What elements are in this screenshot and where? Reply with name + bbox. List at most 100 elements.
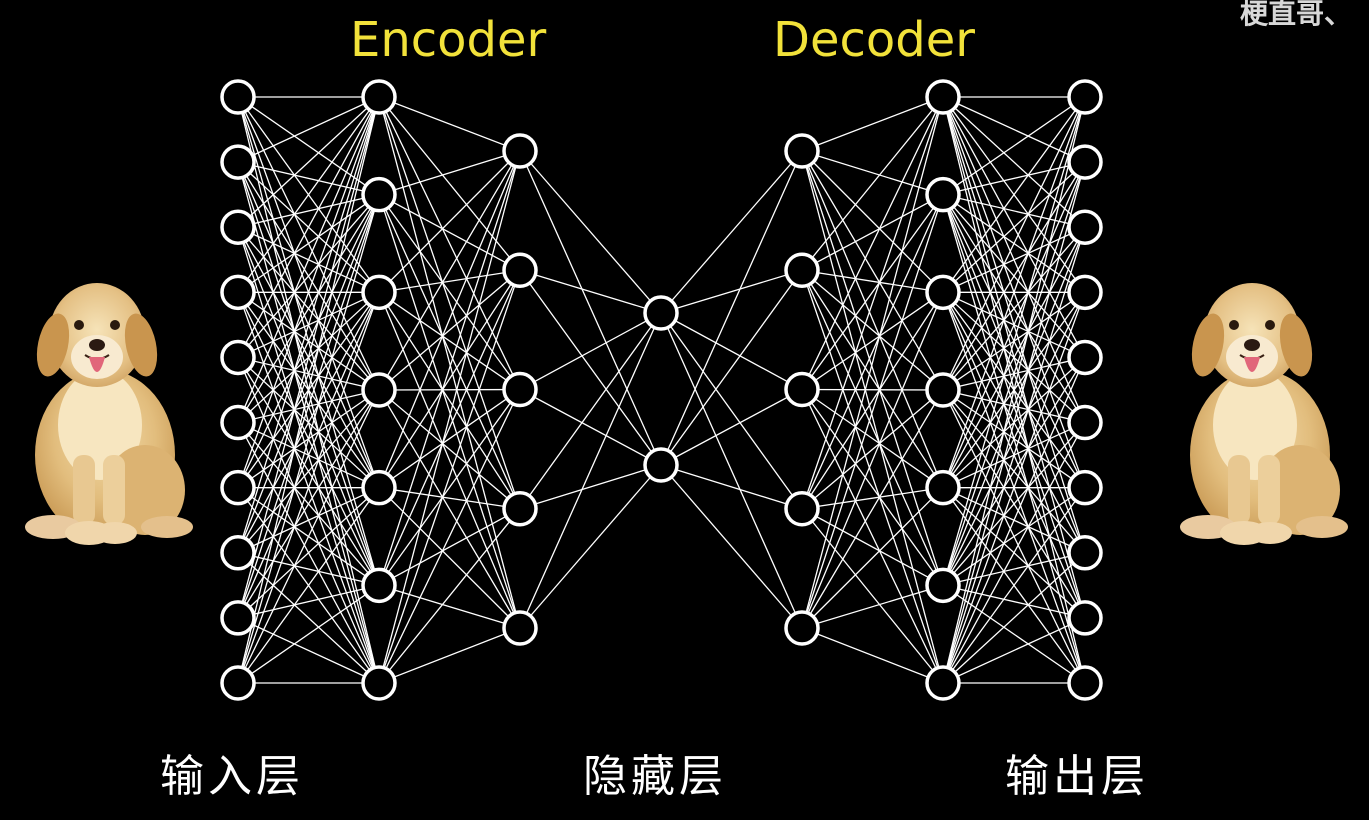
connection-edge [942, 161, 1086, 293]
neuron-node-layer-2 [361, 274, 397, 311]
neuron-node-layer-7 [1067, 404, 1103, 441]
neuron-node-layer-7 [1067, 535, 1103, 571]
connection-edge [237, 584, 380, 684]
connection-edge [519, 312, 662, 391]
connection-edge [519, 269, 662, 466]
connection-edge [801, 96, 944, 629]
connection-edge [660, 312, 803, 391]
neuron-node-layer-7 [1067, 469, 1103, 506]
connection-edge [660, 388, 803, 466]
connection-edge [378, 194, 521, 390]
connection-edge [942, 226, 1086, 586]
connection-edge [801, 584, 944, 629]
connection-edge [519, 150, 662, 314]
connection-edge [378, 389, 521, 510]
neuron-node-layer-1 [220, 665, 256, 701]
connection-edge [801, 269, 944, 489]
connection-edge [237, 292, 380, 619]
connection-edge [519, 269, 662, 314]
connection-edge [378, 269, 521, 293]
connection-edge [237, 96, 380, 196]
neuron-node-layer-1 [220, 144, 256, 180]
connection-edge [801, 389, 944, 629]
connection-edge [801, 194, 944, 510]
connection-edge [942, 292, 1086, 684]
connection-edge [942, 96, 1086, 488]
connection-edge [942, 161, 1086, 684]
connection-edge [378, 150, 521, 196]
connection-edge [660, 464, 803, 510]
neuron-node-layer-6 [925, 372, 961, 408]
connection-edge [378, 150, 521, 293]
connection-edge [237, 487, 380, 619]
connection-edge [660, 269, 803, 466]
neuron-node-layer-7 [1067, 665, 1103, 701]
connection-edge [801, 291, 944, 510]
neuron-node-layer-7 [1067, 79, 1103, 115]
connection-edge [237, 194, 380, 228]
connection-edge [660, 150, 803, 466]
neuron-node-layer-2 [361, 665, 397, 701]
connection-edge [942, 552, 1086, 586]
output-layer-label: 输出层 [1005, 751, 1149, 802]
neuron-node-layer-7 [1067, 144, 1103, 180]
connection-edge [237, 96, 380, 293]
neuron-node-layer-1 [220, 274, 256, 311]
neuron-node-layer-4 [643, 295, 679, 331]
connection-edge [378, 96, 521, 509]
connection-edge [378, 194, 521, 271]
output-puppy-image [1179, 282, 1349, 546]
connection-edge [801, 269, 944, 293]
connection-edge [801, 150, 944, 391]
connection-edge [801, 96, 944, 271]
connection-edge [942, 161, 1086, 488]
neuron-node-layer-1 [220, 209, 256, 245]
connection-edge [237, 487, 380, 684]
connection-edge [378, 487, 521, 510]
connection-edge [237, 292, 380, 684]
hidden-layer-label: 隐藏层 [583, 751, 727, 802]
neuron-node-layer-1 [220, 469, 256, 506]
connection-edge [801, 389, 944, 684]
connection-edge [237, 584, 380, 619]
neuron-node-layer-7 [1067, 209, 1103, 245]
connection-edge [801, 194, 944, 390]
neuron-node-layer-4 [643, 447, 679, 483]
connection-edge [942, 357, 1086, 684]
connection-edge [942, 292, 1086, 586]
neuron-node-layer-2 [361, 176, 397, 213]
connection-edge [801, 291, 944, 391]
connection-edge [660, 150, 803, 314]
neuron-node-layer-7 [1067, 339, 1103, 376]
connection-edge [519, 464, 662, 629]
connection-edge [942, 617, 1086, 684]
neuron-node-layer-5 [784, 610, 820, 646]
connection-edge [801, 270, 944, 684]
connection-edge [942, 161, 1086, 196]
neuron-node-layer-6 [925, 567, 961, 604]
neuron-node-layer-6 [925, 665, 961, 701]
connection-edge [801, 269, 944, 586]
connection-edge [378, 96, 521, 629]
connection-edge [237, 161, 380, 196]
connection-edge [942, 96, 1086, 196]
connection-edge [237, 194, 380, 423]
connection-edge [801, 389, 944, 586]
connection-edge [801, 487, 944, 629]
connection-edge [942, 96, 1086, 391]
connection-edge [237, 194, 380, 554]
connection-edge [237, 389, 380, 684]
neuron-node-layer-5 [784, 252, 820, 288]
connection-edge [237, 617, 380, 684]
connection-edge [801, 150, 944, 488]
neuron-node-layer-1 [220, 600, 256, 636]
connection-edge [801, 388, 944, 489]
input-puppy-image [24, 282, 194, 546]
connection-edge [801, 150, 944, 586]
connection-edge [801, 96, 944, 152]
connection-edge [801, 487, 944, 510]
neuron-node-layer-3 [502, 610, 538, 646]
encoder-title: Encoder [350, 12, 547, 68]
connection-edge [942, 194, 1086, 228]
connection-edge [237, 292, 380, 554]
